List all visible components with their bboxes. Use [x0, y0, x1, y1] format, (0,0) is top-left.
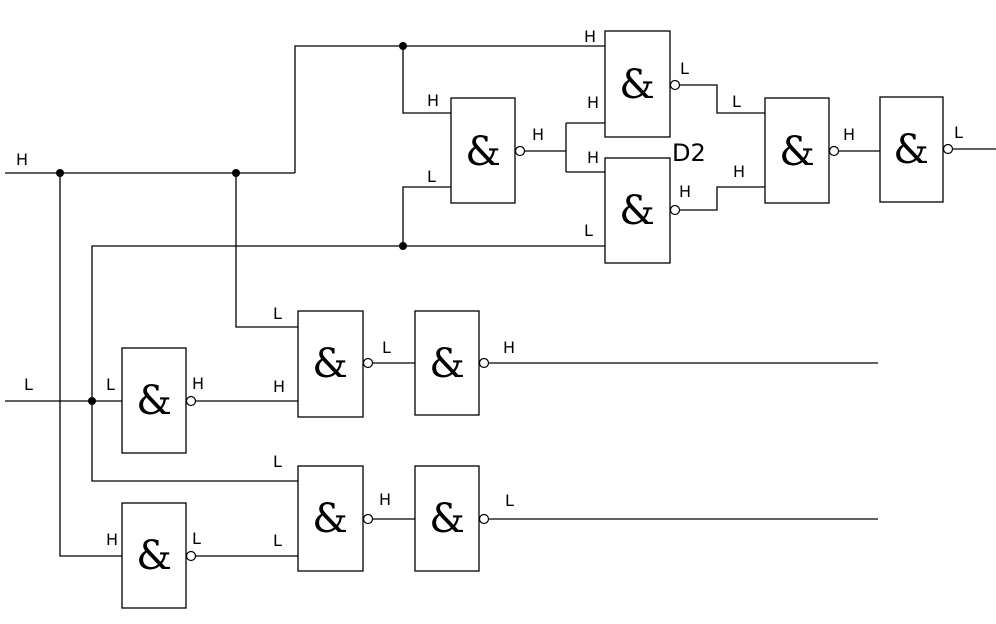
wire-up-to-top-bus [294, 45, 605, 173]
gate-body [604, 30, 671, 138]
and-gate-bot-out: & [414, 465, 490, 572]
level-label: H [106, 530, 118, 549]
junction-dot [56, 169, 64, 177]
gate-symbol: & [779, 129, 815, 175]
level-label: H [427, 91, 439, 110]
level-label: L [273, 531, 282, 550]
wire-top-left-in2 [402, 186, 451, 246]
junction-dot [232, 169, 240, 177]
level-label: H [587, 148, 599, 167]
junction-dot [399, 42, 407, 50]
designator-label: D2 [672, 139, 706, 167]
level-label: L [954, 123, 963, 142]
gate-symbol: & [312, 496, 348, 542]
wire-lower-out [680, 186, 765, 211]
and-gate-mid-input: & [121, 347, 197, 454]
level-label: H [503, 338, 515, 357]
level-label: H [843, 125, 855, 144]
and-gate-top-lower: & [604, 157, 681, 264]
level-label: L [680, 59, 689, 78]
inversion-bubble [828, 145, 840, 157]
wires [5, 45, 996, 557]
and-gate-bot-input: & [121, 502, 197, 609]
level-label: L [427, 167, 436, 186]
gate-body [414, 465, 480, 572]
level-label: H [532, 125, 544, 144]
level-label: L [106, 375, 115, 394]
gate-body [414, 310, 480, 416]
level-label: L [24, 375, 33, 394]
level-label: H [379, 490, 391, 509]
level-labels: H L H L H H H L H L H L H H L L H L H L … [16, 27, 963, 550]
inversion-bubble [362, 357, 374, 369]
gate-symbol: & [893, 127, 929, 173]
level-label: L [273, 452, 282, 471]
level-label: H [733, 162, 745, 181]
gate-body [297, 310, 364, 418]
gate-symbol: & [429, 496, 465, 542]
inversion-bubble [362, 513, 374, 525]
gate-symbol: & [619, 188, 655, 234]
gate-body [297, 465, 364, 572]
gate-symbol: & [465, 129, 501, 175]
gates: & & & & & & [121, 30, 954, 609]
gate-symbol: & [619, 62, 655, 108]
gate-body [121, 502, 187, 609]
level-label: H [584, 27, 596, 46]
level-label: H [679, 182, 691, 201]
inversion-bubble [185, 550, 197, 562]
level-label: L [192, 529, 201, 548]
level-label: L [732, 92, 741, 111]
junctions [56, 42, 407, 405]
gate-symbol: & [136, 378, 172, 424]
inversion-bubble [478, 357, 490, 369]
gate-body [764, 97, 830, 204]
wire-bot-nand-in1 [91, 401, 298, 482]
and-gate-top-left: & [450, 97, 526, 204]
level-label: L [505, 491, 514, 510]
and-gate-bot-nand: & [297, 465, 374, 572]
level-label: L [382, 338, 391, 357]
level-label: H [273, 377, 285, 396]
gate-symbol: & [429, 341, 465, 387]
inversion-bubble [669, 79, 681, 91]
level-label: L [273, 304, 282, 323]
level-label: H [587, 93, 599, 112]
inversion-bubble [478, 513, 490, 525]
gate-symbol: & [312, 341, 348, 387]
junction-dot [88, 397, 96, 405]
inversion-bubble [669, 204, 681, 216]
gate-body [604, 157, 671, 264]
wire-bot-input-in [59, 173, 122, 557]
wire-top-left-in1 [402, 46, 451, 114]
wire-mid-nand-in1 [235, 173, 298, 328]
and-gate-top-final: & [879, 96, 954, 203]
wire-l-bus [91, 245, 605, 401]
level-label: L [584, 221, 593, 240]
junction-dot [399, 242, 407, 250]
and-gate-top-upper: & [604, 30, 681, 138]
gate-body [879, 96, 944, 203]
level-label: H [16, 150, 28, 169]
inversion-bubble [514, 145, 526, 157]
and-gate-mid-nand: & [297, 310, 374, 418]
wire-upper-out [680, 84, 765, 114]
and-gate-top-combine: & [764, 97, 840, 204]
gate-symbol: & [136, 533, 172, 579]
gate-body [121, 347, 187, 454]
inversion-bubble [942, 143, 954, 155]
inversion-bubble [185, 395, 197, 407]
level-label: H [192, 374, 204, 393]
and-gate-mid-out: & [414, 310, 490, 416]
